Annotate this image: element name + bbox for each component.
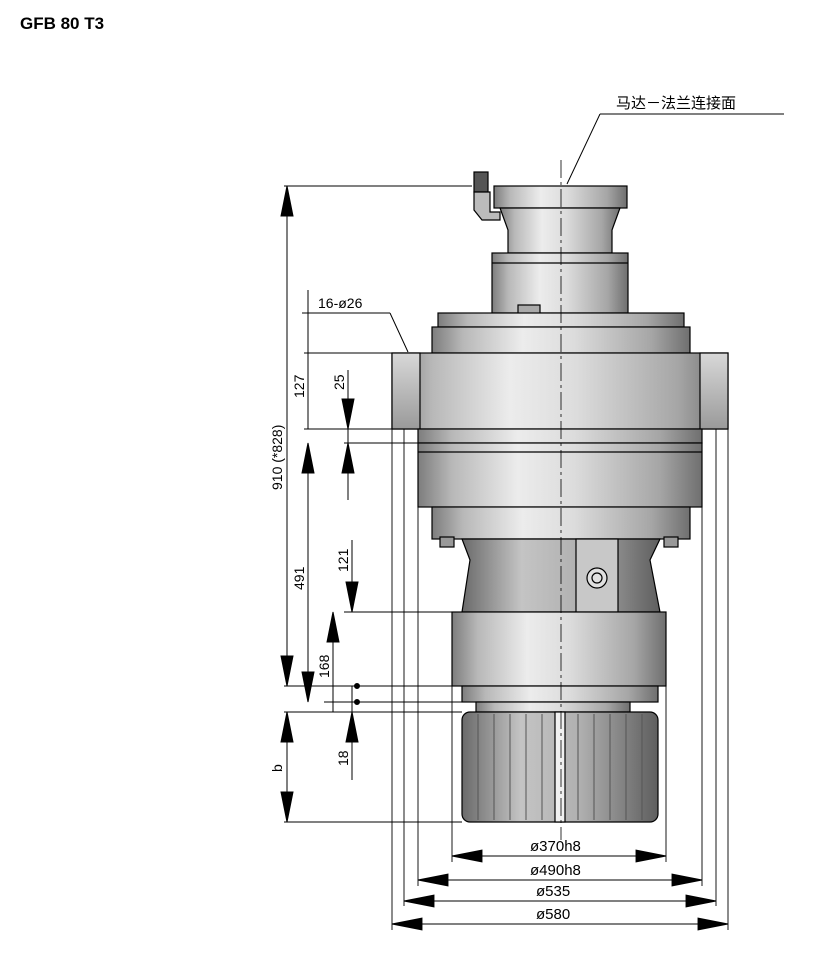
bolt-holes-label: 16-ø26 <box>318 295 363 311</box>
gearbox-body <box>391 171 729 823</box>
dim-127: 127 <box>291 374 307 398</box>
dim-491: 491 <box>291 566 307 590</box>
dia-535: ø535 <box>536 883 570 900</box>
dim-18: 18 <box>335 750 351 766</box>
motor-flange-leader <box>566 113 784 185</box>
drawing-title: GFB 80 T3 <box>20 14 105 33</box>
dim-b: b <box>269 764 285 772</box>
dim-121: 121 <box>335 548 351 572</box>
vertical-dimensions <box>280 185 360 823</box>
dim-168: 168 <box>316 654 332 678</box>
extension-lines-left <box>284 185 472 823</box>
dia-490: ø490h8 <box>530 862 581 879</box>
dim-910: 910 (*828) <box>269 425 285 490</box>
bolt-holes-leader <box>302 312 409 353</box>
dim-25: 25 <box>331 374 347 390</box>
dia-580: ø580 <box>536 906 570 923</box>
motor-flange-label: 马达－法兰连接面 <box>616 95 736 112</box>
diameter-dimensions <box>391 429 729 931</box>
dia-370: ø370h8 <box>530 838 581 855</box>
